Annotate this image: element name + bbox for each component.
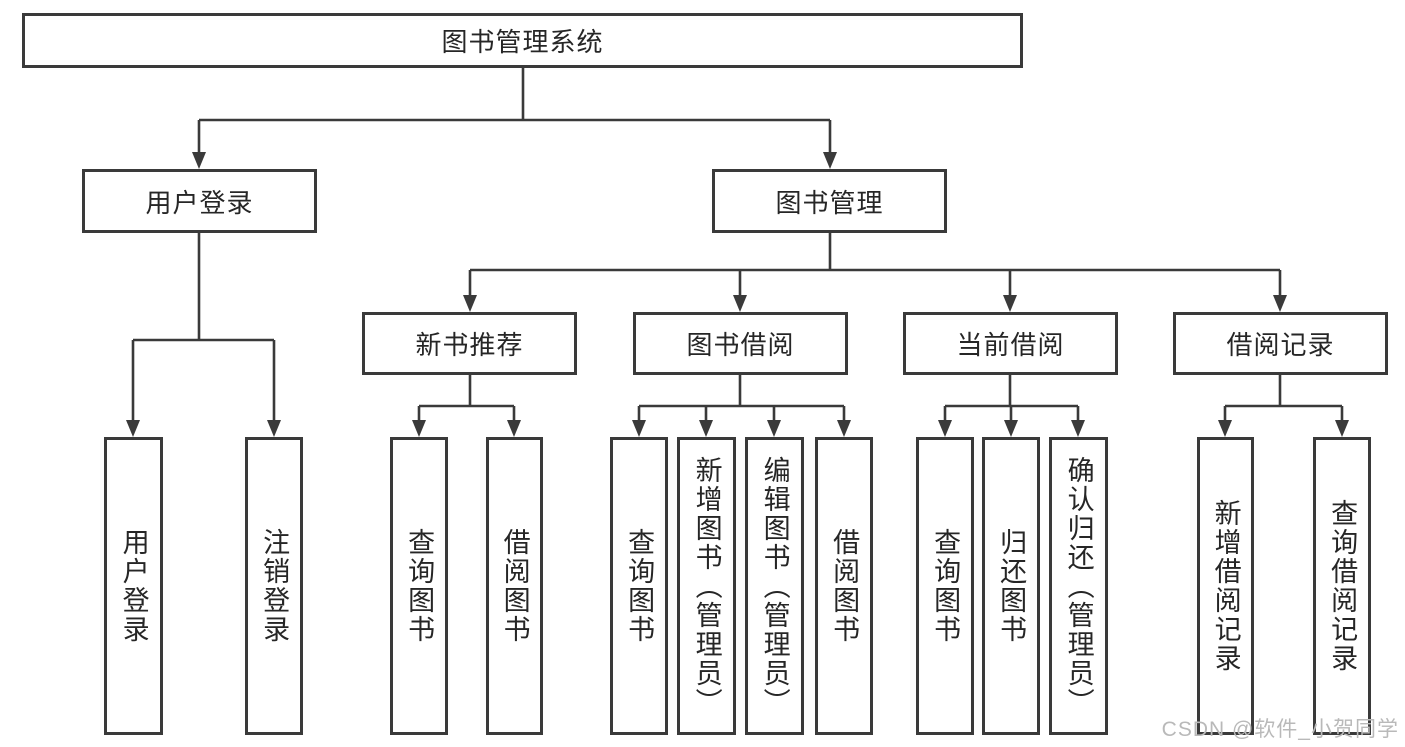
arrowheads-book-mgmt-branch	[463, 295, 1287, 312]
node-user-login-label: 用户登录	[145, 187, 254, 218]
leaf-logout: 注销登录	[245, 437, 303, 735]
arrowheads-user-login-branch	[126, 420, 281, 437]
leaf-query-borrow-record-label: 查询借阅记录	[1327, 499, 1358, 673]
node-borrowing-records: 借阅记录	[1173, 312, 1388, 375]
connector-new-book-branch	[417, 375, 516, 421]
node-user-login: 用户登录	[82, 169, 317, 233]
leaf-user-login-label: 用户登录	[118, 528, 149, 644]
leaf-edit-books-admin: 编辑图书（管理员）	[745, 437, 804, 735]
leaf-borrow-borrow-books-label: 借阅图书	[829, 528, 860, 644]
connector-book-mgmt-branch	[468, 233, 1282, 296]
node-current-borrowing-label: 当前借阅	[956, 330, 1065, 360]
node-book-management-label: 图书管理	[775, 187, 884, 218]
leaf-confirm-return-admin-label: 确认归还（管理员）	[1063, 455, 1094, 717]
node-borrowing-records-label: 借阅记录	[1226, 330, 1335, 360]
leaf-add-borrow-record-label: 新增借阅记录	[1210, 499, 1241, 673]
node-book-borrowing: 图书借阅	[633, 312, 848, 375]
connector-user-login-branch	[131, 233, 276, 421]
connector-book-borrow-branch	[637, 375, 846, 421]
leaf-return-books: 归还图书	[982, 437, 1040, 735]
node-root-library-system: 图书管理系统	[22, 13, 1023, 68]
arrowheads-book-borrow-branch	[632, 420, 851, 437]
csdn-watermark: CSDN @软件_小贺同学	[1161, 718, 1399, 741]
leaf-add-books-admin: 新增图书（管理员）	[677, 437, 736, 735]
leaf-edit-books-admin-label: 编辑图书（管理员）	[759, 455, 790, 717]
leaf-newbook-query-books-label: 查询图书	[404, 528, 435, 644]
node-current-borrowing: 当前借阅	[903, 312, 1118, 375]
leaf-newbook-borrow-books: 借阅图书	[486, 437, 543, 735]
leaf-return-books-label: 归还图书	[996, 528, 1027, 644]
leaf-confirm-return-admin: 确认归还（管理员）	[1049, 437, 1108, 735]
leaf-newbook-borrow-books-label: 借阅图书	[499, 528, 530, 644]
leaf-borrow-query-books: 查询图书	[610, 437, 668, 735]
leaf-add-books-admin-label: 新增图书（管理员）	[691, 455, 722, 717]
arrowheads-current-borrow-branch	[938, 420, 1085, 437]
node-book-management: 图书管理	[712, 169, 947, 233]
node-new-book-recommend-label: 新书推荐	[415, 330, 524, 360]
leaf-user-login: 用户登录	[104, 437, 163, 735]
connector-current-borrow-branch	[943, 375, 1080, 421]
leaf-borrow-borrow-books: 借阅图书	[815, 437, 873, 735]
leaf-logout-label: 注销登录	[259, 528, 290, 644]
leaf-query-borrow-record: 查询借阅记录	[1313, 437, 1371, 735]
node-root-label: 图书管理系统	[441, 27, 604, 57]
connector-root-branch	[197, 68, 832, 153]
arrowheads-root-branch	[192, 152, 837, 169]
arrowheads-new-book-branch	[412, 420, 521, 437]
arrowheads-borrow-record-branch	[1218, 420, 1349, 437]
leaf-current-query-books: 查询图书	[916, 437, 974, 735]
connector-borrow-record-branch	[1223, 375, 1344, 421]
leaf-add-borrow-record: 新增借阅记录	[1197, 437, 1254, 735]
node-new-book-recommend: 新书推荐	[362, 312, 577, 375]
leaf-borrow-query-books-label: 查询图书	[624, 528, 655, 644]
leaf-newbook-query-books: 查询图书	[390, 437, 448, 735]
node-book-borrowing-label: 图书借阅	[686, 330, 795, 360]
leaf-current-query-books-label: 查询图书	[930, 528, 961, 644]
